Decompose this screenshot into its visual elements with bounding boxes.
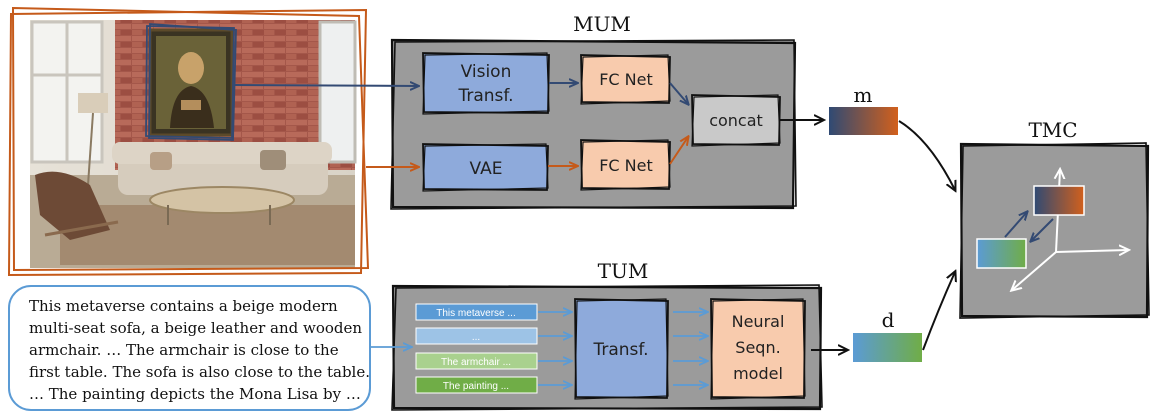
neural-sequence-model-box: Neural Seqn. model xyxy=(710,298,806,400)
description-line: first table. The sofa is also close to t… xyxy=(29,363,370,381)
fc-top-to-concat-arrow xyxy=(669,82,688,104)
sentence-item: This metaverse ... xyxy=(415,303,538,321)
text-transformer-label: Transf. xyxy=(592,340,648,360)
neural-sequence-label-1: Neural xyxy=(732,312,785,331)
description-line: armchair. … The armchair is close to the xyxy=(29,341,339,359)
m-to-tmc-arrow xyxy=(898,120,955,190)
sentence-item-text: ... xyxy=(472,332,480,343)
vision-transformer-box: Vision Transf. xyxy=(422,52,550,115)
sentence-item-text: The painting ... xyxy=(443,381,509,392)
fc-bottom-to-concat-arrow xyxy=(669,137,688,165)
sentence-item: The armchair ... xyxy=(415,352,538,370)
sentence-item: ... xyxy=(415,327,538,345)
sentence-item-text: This metaverse ... xyxy=(436,308,515,319)
vae-box: VAE xyxy=(422,143,549,192)
m-vector xyxy=(829,107,898,135)
d-label: d xyxy=(882,308,895,332)
description-box: This metaverse contains a beige modern m… xyxy=(8,285,371,411)
fc-net-bottom-box: FC Net xyxy=(580,139,671,191)
tum-title: TUM xyxy=(598,259,649,283)
fc-net-top-box: FC Net xyxy=(580,54,671,105)
mum-title: MUM xyxy=(573,12,631,36)
fc-net-top-label: FC Net xyxy=(599,70,653,89)
m-label: m xyxy=(854,83,873,107)
tmc-alignment-arrows xyxy=(1004,212,1054,241)
vae-label: VAE xyxy=(470,159,503,179)
description-line: … The painting depicts the Mona Lisa by … xyxy=(29,385,361,403)
room-image xyxy=(30,20,357,268)
image-frame xyxy=(7,6,370,277)
text-transformer-box: Transf. xyxy=(574,298,669,400)
description-line: This metaverse contains a beige modern xyxy=(29,297,338,315)
vision-transformer-label-1: Vision xyxy=(461,62,512,82)
mum-arrows xyxy=(233,82,688,167)
sentence-item-text: The armchair ... xyxy=(441,357,511,368)
painting-highlight xyxy=(145,23,237,141)
neural-sequence-label-2: Seqn. xyxy=(735,338,780,357)
tmc-panel xyxy=(959,142,1150,319)
neural-sequence-label-3: model xyxy=(733,364,783,383)
tmc-m-vector xyxy=(1033,185,1085,216)
vision-transformer-label-2: Transf. xyxy=(457,86,513,106)
d-to-tmc-arrow xyxy=(922,272,955,351)
description-line: multi-seat sofa, a beige leather and woo… xyxy=(29,319,362,337)
tmc-title: TMC xyxy=(1028,118,1077,142)
tum-arrows xyxy=(371,312,707,385)
d-vector xyxy=(853,333,922,362)
sentence-item: The painting ... xyxy=(415,376,538,394)
fc-net-bottom-label: FC Net xyxy=(599,156,653,175)
concat-box: concat xyxy=(691,94,781,147)
concat-label: concat xyxy=(709,111,763,130)
painting-to-vision-arrow xyxy=(233,85,418,86)
tum-input-list: This metaverse ... ... The armchair ... … xyxy=(415,303,538,394)
tmc-d-vector xyxy=(976,238,1027,269)
